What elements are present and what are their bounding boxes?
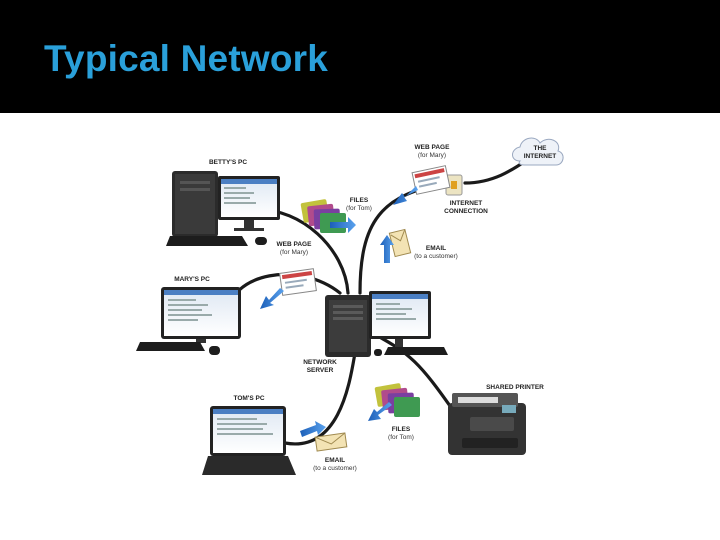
betty-pc — [166, 171, 280, 246]
arrow-web-page-to-server — [393, 186, 418, 205]
shared-printer — [448, 393, 526, 455]
arrow-email-to-server — [300, 421, 326, 437]
label-network-server-line2: SERVER — [307, 367, 334, 374]
cable-printer-server — [370, 331, 457, 415]
flow-arrows — [260, 186, 418, 437]
label-the-internet-line2: INTERNET — [524, 153, 557, 160]
label-internet-connection-line2: CONNECTION — [444, 208, 488, 215]
cable-tom-server — [283, 351, 357, 446]
label-marys-pc: MARY'S PC — [174, 276, 210, 283]
arrow-files-to-tom — [368, 402, 392, 421]
label-web-page-top: WEB PAGE — [415, 144, 451, 151]
label-files-top-sub: (for Tom) — [346, 205, 372, 212]
internet-cloud — [512, 137, 564, 166]
toms-pc — [202, 406, 296, 475]
web-page-doc-left — [279, 268, 317, 296]
arrow-files-to-server — [330, 217, 356, 233]
slide-title: Typical Network — [44, 38, 329, 79]
label-files-bottom-sub: (for Tom) — [388, 434, 414, 441]
label-internet-connection-line1: INTERNET — [450, 200, 483, 207]
label-betty-pc: BETTY'S PC — [209, 159, 247, 166]
label-email-top: EMAIL — [426, 245, 446, 252]
cloud-icon — [512, 137, 564, 166]
label-web-page-left-sub: (for Mary) — [280, 249, 308, 256]
label-files-top: FILES — [350, 197, 369, 204]
label-the-internet-line1: THE — [534, 145, 548, 152]
arrow-web-page-to-mary — [260, 288, 284, 309]
label-toms-pc: TOM'S PC — [233, 395, 264, 402]
label-email-top-sub: (to a customer) — [414, 253, 458, 260]
betty-keyboard — [166, 236, 248, 246]
label-files-bottom: FILES — [392, 426, 411, 433]
tom-laptop-base — [202, 456, 296, 475]
marys-pc — [136, 287, 241, 355]
server-keyboard — [384, 347, 448, 355]
network-server — [325, 291, 448, 357]
diagram-labels: BETTY'S PC MARY'S PC TOM'S PC NETWORK SE… — [174, 144, 556, 472]
content-area: BETTY'S PC MARY'S PC TOM'S PC NETWORK SE… — [0, 113, 720, 540]
label-web-page-left: WEB PAGE — [277, 241, 313, 248]
email-envelope-bottom — [314, 432, 348, 452]
label-network-server-line1: NETWORK — [303, 359, 337, 366]
files-stack-bottom — [374, 383, 420, 417]
network-diagram: BETTY'S PC MARY'S PC TOM'S PC NETWORK SE… — [136, 137, 564, 475]
label-web-page-top-sub: (for Mary) — [418, 152, 446, 159]
arrow-email-from-server — [380, 235, 394, 263]
label-shared-printer: SHARED PRINTER — [486, 384, 544, 391]
label-email-bottom-sub: (to a customer) — [313, 465, 357, 472]
web-page-doc-top — [411, 165, 451, 195]
mary-keyboard — [136, 342, 205, 351]
label-email-bottom: EMAIL — [325, 457, 345, 464]
